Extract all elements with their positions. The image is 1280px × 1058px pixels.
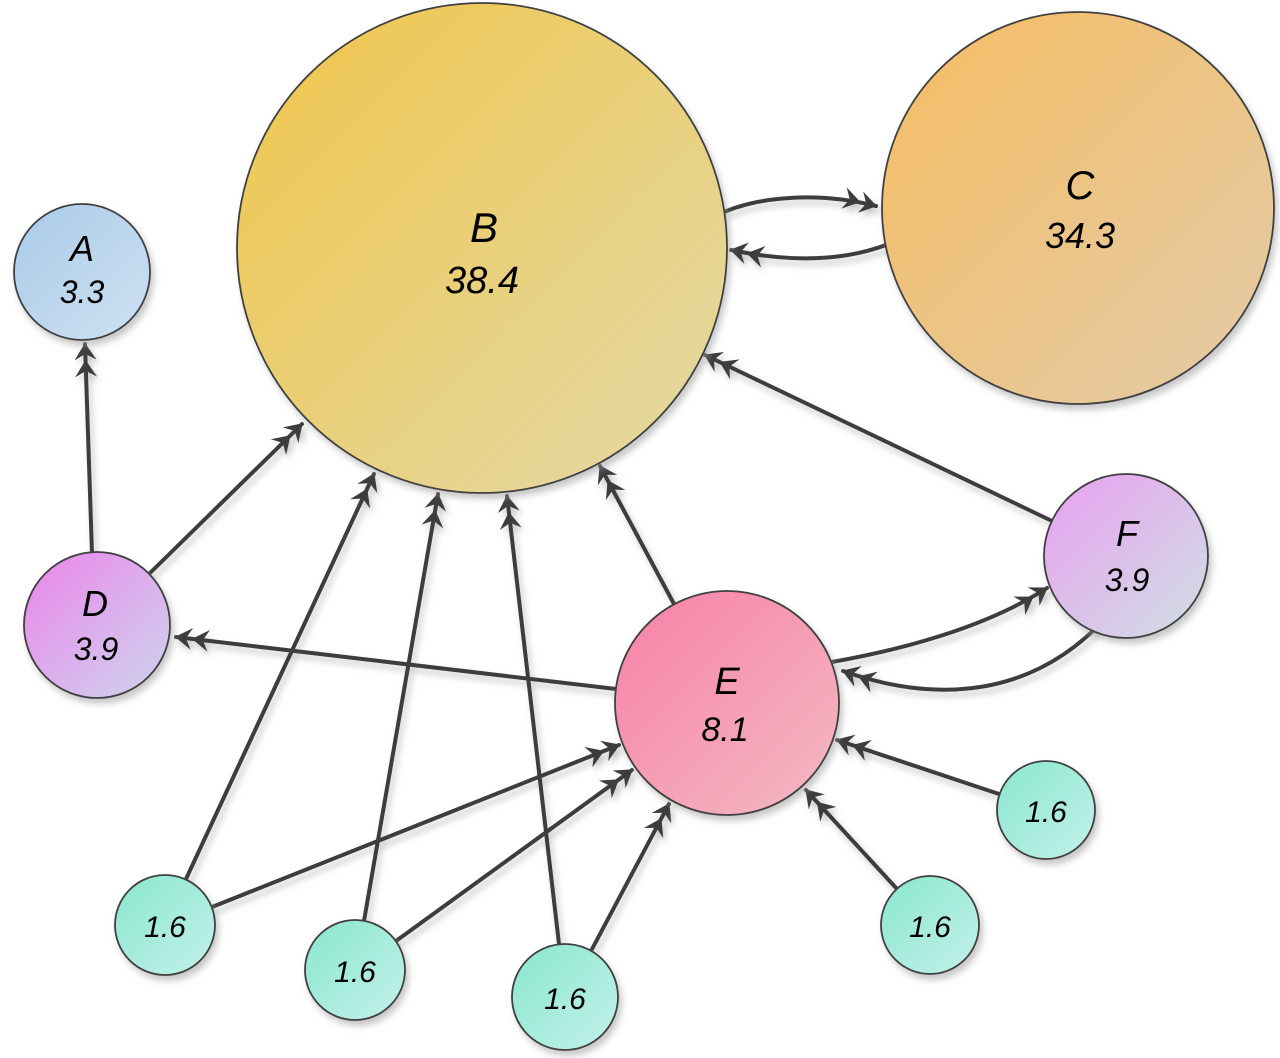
node-G5: 1.6 bbox=[996, 760, 1096, 860]
edge-E-to-B bbox=[597, 464, 676, 606]
node-G5-value: 1.6 bbox=[1025, 796, 1067, 829]
node-G4-value: 1.6 bbox=[909, 911, 951, 944]
node-A: A 3.3 bbox=[13, 203, 151, 341]
edge-G1-to-E bbox=[210, 740, 621, 909]
node-B-label: B bbox=[470, 204, 498, 251]
node-C: C 34.3 bbox=[881, 11, 1275, 405]
node-G1: 1.6 bbox=[114, 874, 216, 976]
node-A-value: 3.3 bbox=[60, 274, 105, 310]
edge-G3-to-E bbox=[589, 802, 672, 953]
node-B-circle bbox=[236, 2, 728, 494]
node-E-circle bbox=[614, 590, 840, 816]
node-D: D 3.9 bbox=[23, 551, 171, 699]
edge-G3-to-B bbox=[497, 494, 561, 946]
node-G3: 1.6 bbox=[511, 943, 619, 1051]
node-G4: 1.6 bbox=[880, 875, 980, 975]
node-B: B 38.4 bbox=[236, 2, 728, 494]
edge-G2-to-B bbox=[362, 492, 447, 923]
node-G2-value: 1.6 bbox=[334, 956, 376, 989]
node-G1-circle bbox=[114, 874, 216, 976]
node-G2-circle bbox=[304, 919, 406, 1021]
edges-layer bbox=[74, 187, 1098, 953]
node-A-label: A bbox=[68, 228, 94, 269]
node-B-value: 38.4 bbox=[445, 260, 519, 302]
node-F-label: F bbox=[1116, 513, 1140, 554]
edge-D-to-A bbox=[74, 342, 98, 555]
node-E-label: E bbox=[714, 661, 740, 703]
edge-G1-to-B bbox=[184, 472, 378, 881]
edge-D-to-B bbox=[147, 422, 304, 576]
node-G1-value: 1.6 bbox=[144, 911, 186, 944]
node-F: F 3.9 bbox=[1043, 473, 1209, 639]
edge-F-to-B bbox=[703, 351, 1054, 523]
edge-G2-to-E bbox=[394, 768, 634, 943]
node-D-label: D bbox=[82, 583, 108, 624]
node-A-circle bbox=[13, 203, 151, 341]
edge-E-to-D bbox=[174, 627, 618, 691]
edge-E-to-F bbox=[830, 586, 1049, 664]
node-G4-circle bbox=[880, 875, 980, 975]
node-D-circle bbox=[23, 551, 171, 699]
node-F-circle bbox=[1043, 473, 1209, 639]
node-C-label: C bbox=[1066, 164, 1096, 208]
node-G5-circle bbox=[996, 760, 1096, 860]
edge-G4-to-E bbox=[804, 788, 899, 891]
edge-C-to-B bbox=[729, 242, 888, 268]
edge-B-to-C bbox=[722, 187, 878, 214]
nodes-layer: A 3.3 B 38.4 C 34.3 D 3.9 E 8.1 bbox=[13, 2, 1275, 1051]
node-G2: 1.6 bbox=[304, 919, 406, 1021]
node-E-value: 8.1 bbox=[701, 711, 748, 749]
node-C-circle bbox=[881, 11, 1275, 405]
node-F-value: 3.9 bbox=[1105, 562, 1150, 598]
node-D-value: 3.9 bbox=[74, 631, 119, 667]
node-G3-value: 1.6 bbox=[544, 983, 586, 1016]
node-G3-circle bbox=[511, 943, 619, 1051]
edge-G5-to-E bbox=[835, 734, 1001, 796]
node-C-value: 34.3 bbox=[1045, 215, 1115, 256]
node-E: E 8.1 bbox=[614, 590, 840, 816]
edge-F-to-E bbox=[841, 626, 1098, 693]
